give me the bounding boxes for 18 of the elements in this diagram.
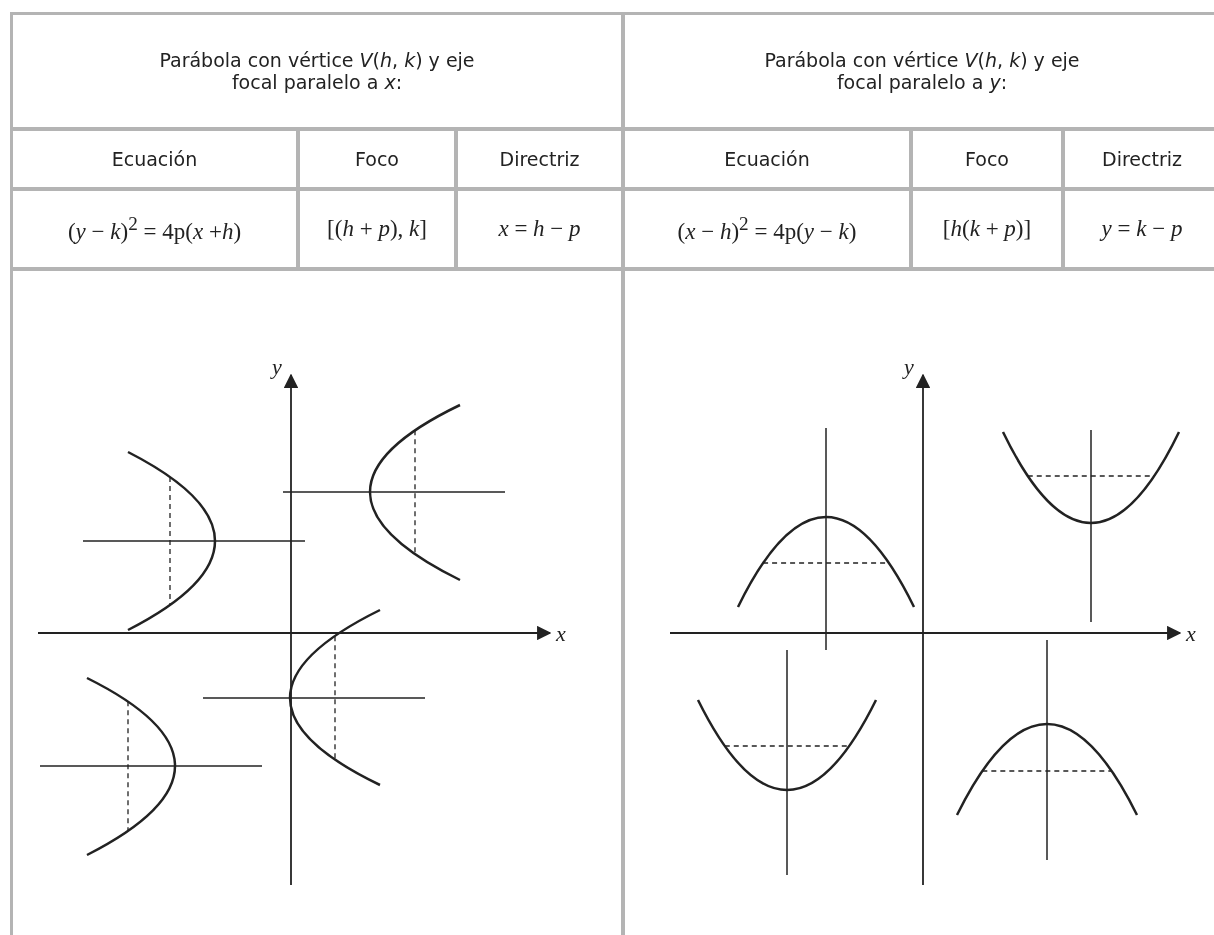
column-heading: Directriz xyxy=(1102,148,1182,170)
formula: (x − h)$^{2}$ = 4p(y − k) xyxy=(677,213,857,245)
column-heading: Directriz xyxy=(499,148,580,170)
column-heading: Ecuación xyxy=(111,148,198,170)
column-heading: Parábola con vértice V(h, k) y eje focal paralelo a x: xyxy=(158,49,476,93)
column-heading: Ecuación xyxy=(724,148,810,170)
formula: [(h + p), k] xyxy=(327,216,427,242)
column-heading: Foco xyxy=(965,148,1009,170)
axis-label: y xyxy=(904,356,914,378)
axis-label: y xyxy=(272,356,282,378)
column-heading: Foco xyxy=(355,148,399,170)
axis-label: x xyxy=(556,623,566,645)
formula: [h(k + p)] xyxy=(942,216,1032,242)
axis-label: x xyxy=(1186,623,1196,645)
column-heading: Parábola con vértice V(h, k) y eje focal paralelo a y: xyxy=(763,49,1081,93)
formula: y = k − p xyxy=(1101,216,1183,242)
formula: x = h − p xyxy=(498,216,581,242)
formula: (y − k)$^{2}$ = 4p(x +h) xyxy=(67,213,242,245)
